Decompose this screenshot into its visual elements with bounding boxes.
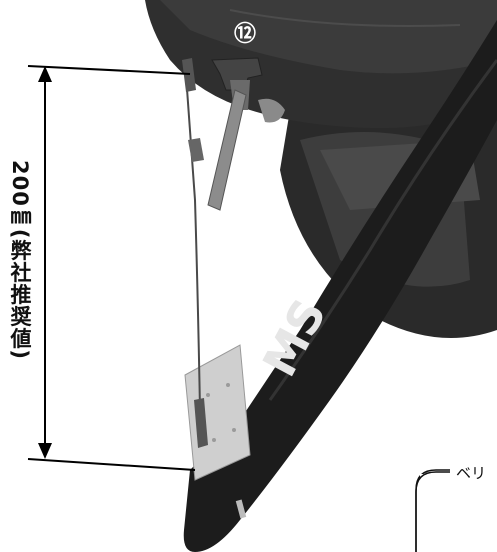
mudflap <box>183 20 497 552</box>
bottom-guide-line <box>27 458 196 471</box>
measurement-label: 200㎜(弊社推奨値) <box>8 160 32 361</box>
strap <box>207 89 247 211</box>
arrow-head-down <box>38 443 52 459</box>
callout-number: ⑫ <box>233 22 256 47</box>
top-guide-line <box>27 65 191 75</box>
arrow-head-up <box>38 66 52 82</box>
license-plate <box>184 344 251 481</box>
tether-cable <box>185 74 201 411</box>
callout-note-text: ベリ <box>456 464 487 482</box>
